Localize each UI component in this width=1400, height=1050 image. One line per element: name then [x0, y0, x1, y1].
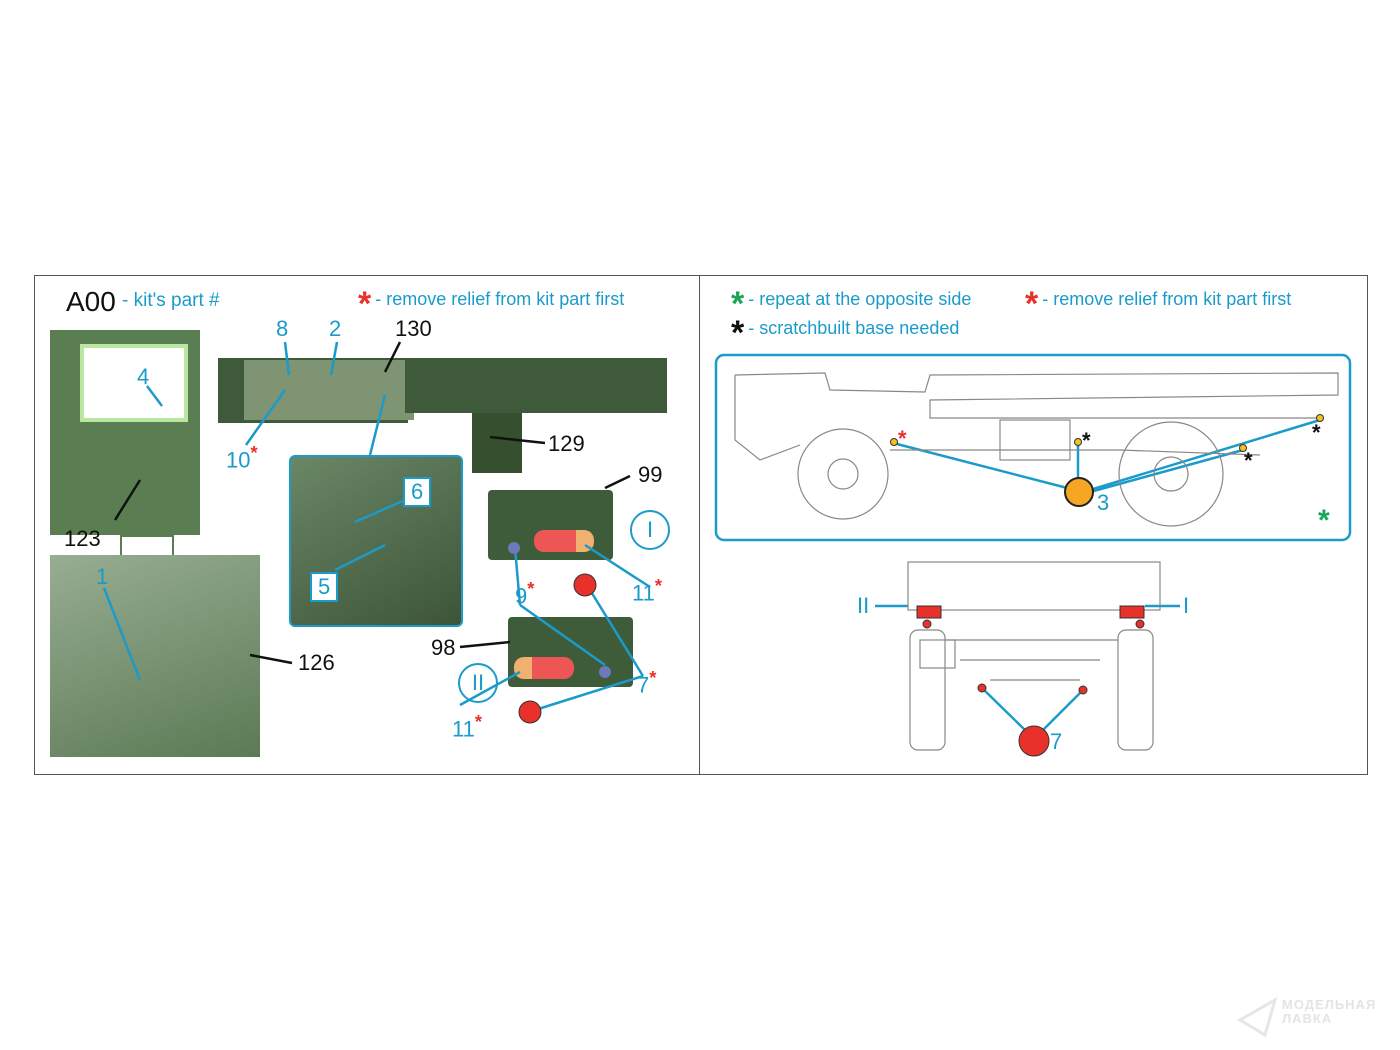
callout-3: 3 [1097, 490, 1110, 515]
part-130: 130 [395, 316, 432, 341]
red-asterisk-icon: * [654, 575, 662, 596]
legend-remove-relief-right: *- remove relief from kit part first [1025, 285, 1291, 324]
part-code: A00 [66, 286, 116, 317]
callout-11-upper: 11* [632, 575, 662, 606]
part-98: 98 [431, 635, 456, 660]
side-mark-I: I [630, 510, 670, 550]
callout-10: 10* [226, 442, 258, 473]
callout-II: II [857, 593, 870, 618]
watermark: МОДЕЛЬНАЯ ЛАВКА [1282, 998, 1376, 1026]
watermark-line1: МОДЕЛЬНАЯ [1282, 997, 1377, 1012]
callout-8: 8 [276, 316, 289, 341]
door-panel-photo [50, 330, 200, 535]
green-asterisk-icon: * [1318, 504, 1330, 537]
callout-7-number: 7 [637, 672, 650, 698]
callout-11-number: 11 [632, 580, 655, 606]
callout-7-right: 7 [1050, 729, 1063, 754]
legend-repeat-opposite: *- repeat at the opposite side [731, 285, 971, 324]
callout-5: 5 [310, 572, 339, 602]
right-instruction-panel [699, 275, 1368, 775]
part-129: 129 [548, 431, 585, 456]
floor-part-photo [50, 555, 260, 757]
callout-1: 1 [96, 564, 109, 589]
callout-I: I [1183, 593, 1190, 618]
black-asterisk-icon: * [731, 314, 745, 352]
dashboard-beam-photo [405, 358, 667, 413]
part-126: 126 [298, 650, 335, 675]
legend-remove-text: - remove relief from kit part first [375, 289, 625, 309]
red-asterisk-icon: * [1025, 285, 1039, 323]
callout-4: 4 [137, 364, 150, 389]
callout-7: 7* [637, 667, 657, 698]
callout-11-number: 11 [452, 716, 475, 742]
callout-2: 2 [329, 316, 342, 341]
legend-repeat-text: - repeat at the opposite side [748, 289, 972, 309]
callout-9-number: 9 [515, 583, 528, 609]
callout-11-lower: 11* [452, 711, 482, 742]
red-asterisk-icon: * [474, 711, 482, 732]
part-code-description: - kit's part # [122, 290, 220, 311]
red-asterisk-icon: * [898, 426, 907, 451]
callout-6: 6 [403, 477, 432, 507]
part-99: 99 [638, 462, 663, 487]
legend-scratch-text: - scratchbuilt base needed [748, 318, 960, 338]
callout-10-number: 10 [226, 447, 251, 473]
callout-9: 9* [515, 578, 535, 609]
black-asterisk-icon: * [1082, 428, 1091, 453]
legend-remove-text: - remove relief from kit part first [1042, 289, 1292, 309]
part-123: 123 [64, 526, 101, 551]
red-asterisk-icon: * [358, 285, 372, 323]
green-asterisk-icon: * [731, 285, 745, 323]
black-asterisk-icon: * [1244, 448, 1253, 473]
legend-scratchbuilt: *- scratchbuilt base needed [731, 314, 959, 353]
legend-remove-relief: *- remove relief from kit part first [358, 285, 624, 324]
red-asterisk-icon: * [250, 442, 258, 463]
side-mark-II: II [458, 663, 498, 703]
watermark-line2: ЛАВКА [1282, 1011, 1333, 1026]
dashboard-bracket-photo [472, 413, 522, 473]
watermark-logo-icon [1237, 996, 1278, 1038]
black-asterisk-icon: * [1312, 420, 1321, 445]
red-asterisk-icon: * [527, 578, 535, 599]
red-asterisk-icon: * [649, 667, 657, 688]
light-housing-98-photo [508, 617, 633, 687]
